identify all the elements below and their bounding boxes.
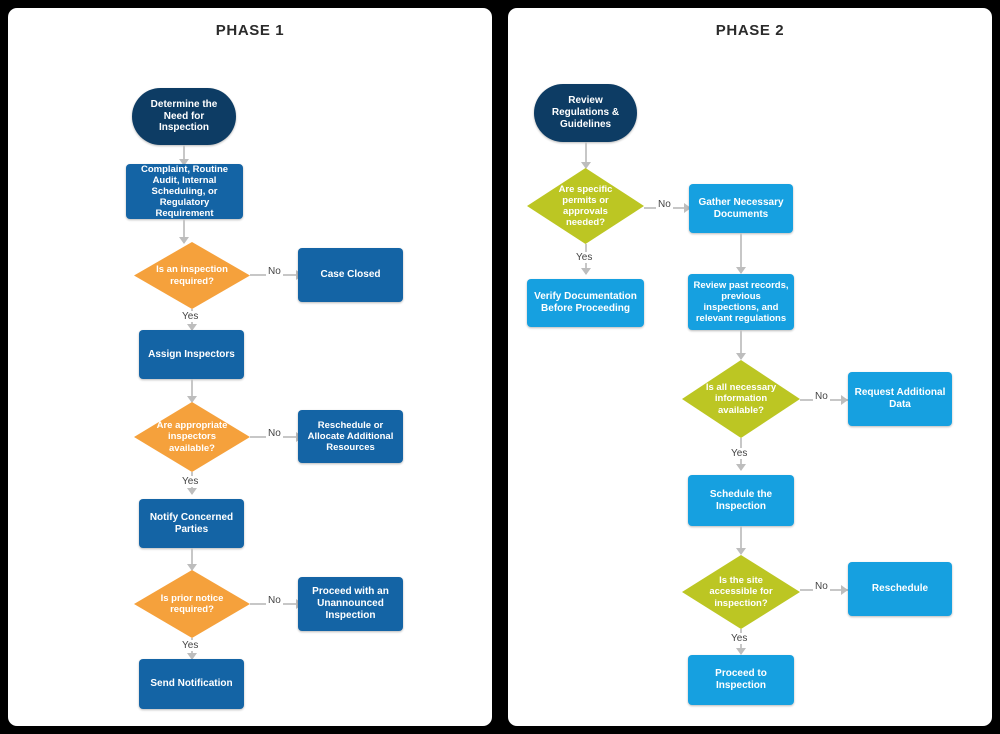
- diamond-shape: [527, 168, 644, 244]
- connector-arrow: [581, 268, 591, 275]
- connector-arrow: [736, 353, 746, 360]
- node-reschedule[interactable]: Reschedule: [848, 562, 952, 616]
- edge-label-no: No: [266, 266, 283, 277]
- edge-label-yes: Yes: [729, 633, 750, 644]
- connector-arrow: [187, 653, 197, 660]
- phase-1-panel: PHASE 1 Determine the Need for Inspectio…: [8, 8, 492, 726]
- connector-line: [191, 379, 193, 402]
- connector-line: [183, 145, 185, 163]
- decision-is-prior-notice-required[interactable]: Is prior notice required?: [134, 570, 250, 638]
- edge-label-no: No: [266, 595, 283, 606]
- node-send-notification[interactable]: Send Notification: [139, 659, 244, 709]
- edge-label-no: No: [656, 199, 673, 210]
- node-proceed-unannounced-inspection[interactable]: Proceed with an Unannounced Inspection: [298, 577, 403, 631]
- phase-1-title: PHASE 1: [215, 22, 285, 39]
- decision-are-appropriate-inspectors-available[interactable]: Are appropriate inspectors available?: [134, 402, 250, 472]
- edge-label-no: No: [266, 428, 283, 439]
- node-verify-documentation-before-proceeding[interactable]: Verify Documentation Before Proceeding: [527, 279, 644, 327]
- edge-label-yes: Yes: [574, 252, 595, 263]
- edge-label-yes: Yes: [729, 448, 750, 459]
- connector-line: [183, 219, 185, 243]
- connector-arrow: [179, 159, 189, 166]
- decision-is-all-necessary-information-available[interactable]: Is all necessary information available?: [682, 360, 800, 438]
- connector-line: [740, 330, 742, 359]
- connector-line: [740, 526, 742, 553]
- decision-are-specific-permits-needed[interactable]: Are specific permits or approvals needed…: [527, 168, 644, 244]
- diamond-shape: [682, 360, 800, 438]
- phase-2-panel: PHASE 2 Review Regulations & Guidelines …: [508, 8, 992, 726]
- node-proceed-to-inspection[interactable]: Proceed to Inspection: [688, 655, 794, 705]
- connector-arrow: [736, 464, 746, 471]
- edge-label-yes: Yes: [180, 476, 201, 487]
- connector-arrow: [684, 203, 691, 213]
- decision-is-site-accessible-for-inspection[interactable]: Is the site accessible for inspection?: [682, 555, 800, 629]
- connector-arrow: [187, 488, 197, 495]
- node-request-additional-data[interactable]: Request Additional Data: [848, 372, 952, 426]
- node-review-past-records[interactable]: Review past records, previous inspection…: [688, 274, 794, 330]
- node-gather-necessary-documents[interactable]: Gather Necessary Documents: [689, 184, 793, 233]
- node-schedule-the-inspection[interactable]: Schedule the Inspection: [688, 475, 794, 526]
- connector-arrow: [736, 548, 746, 555]
- node-assign-inspectors[interactable]: Assign Inspectors: [139, 330, 244, 379]
- node-notify-concerned-parties[interactable]: Notify Concerned Parties: [139, 499, 244, 548]
- node-complaint-routine-audit[interactable]: Complaint, Routine Audit, Internal Sched…: [126, 164, 243, 219]
- connector-arrow: [736, 267, 746, 274]
- node-review-regulations-guidelines[interactable]: Review Regulations & Guidelines: [534, 84, 637, 142]
- node-reschedule-or-allocate-resources[interactable]: Reschedule or Allocate Additional Resour…: [298, 410, 403, 463]
- connector-arrow: [187, 396, 197, 403]
- connector-arrow: [179, 237, 189, 244]
- edge-label-yes: Yes: [180, 311, 201, 322]
- connector-arrow: [187, 324, 197, 331]
- edge-label-no: No: [813, 391, 830, 402]
- connector-arrow: [581, 162, 591, 169]
- decision-is-inspection-required[interactable]: Is an inspection required?: [134, 242, 250, 309]
- edge-label-yes: Yes: [180, 640, 201, 651]
- connector-arrow: [187, 564, 197, 571]
- connector-arrow: [736, 648, 746, 655]
- connector-arrow: [841, 395, 848, 405]
- diamond-shape: [682, 555, 800, 629]
- phase-2-title: PHASE 2: [715, 22, 785, 39]
- diamond-shape: [134, 402, 250, 472]
- node-determine-need-for-inspection[interactable]: Determine the Need for Inspection: [132, 88, 236, 145]
- connector-line: [585, 142, 587, 168]
- node-case-closed[interactable]: Case Closed: [298, 248, 403, 302]
- connector-arrow: [841, 585, 848, 595]
- connector-line: [740, 233, 742, 273]
- diamond-shape: [134, 242, 250, 309]
- connector-line: [191, 548, 193, 570]
- edge-label-no: No: [813, 581, 830, 592]
- diamond-shape: [134, 570, 250, 638]
